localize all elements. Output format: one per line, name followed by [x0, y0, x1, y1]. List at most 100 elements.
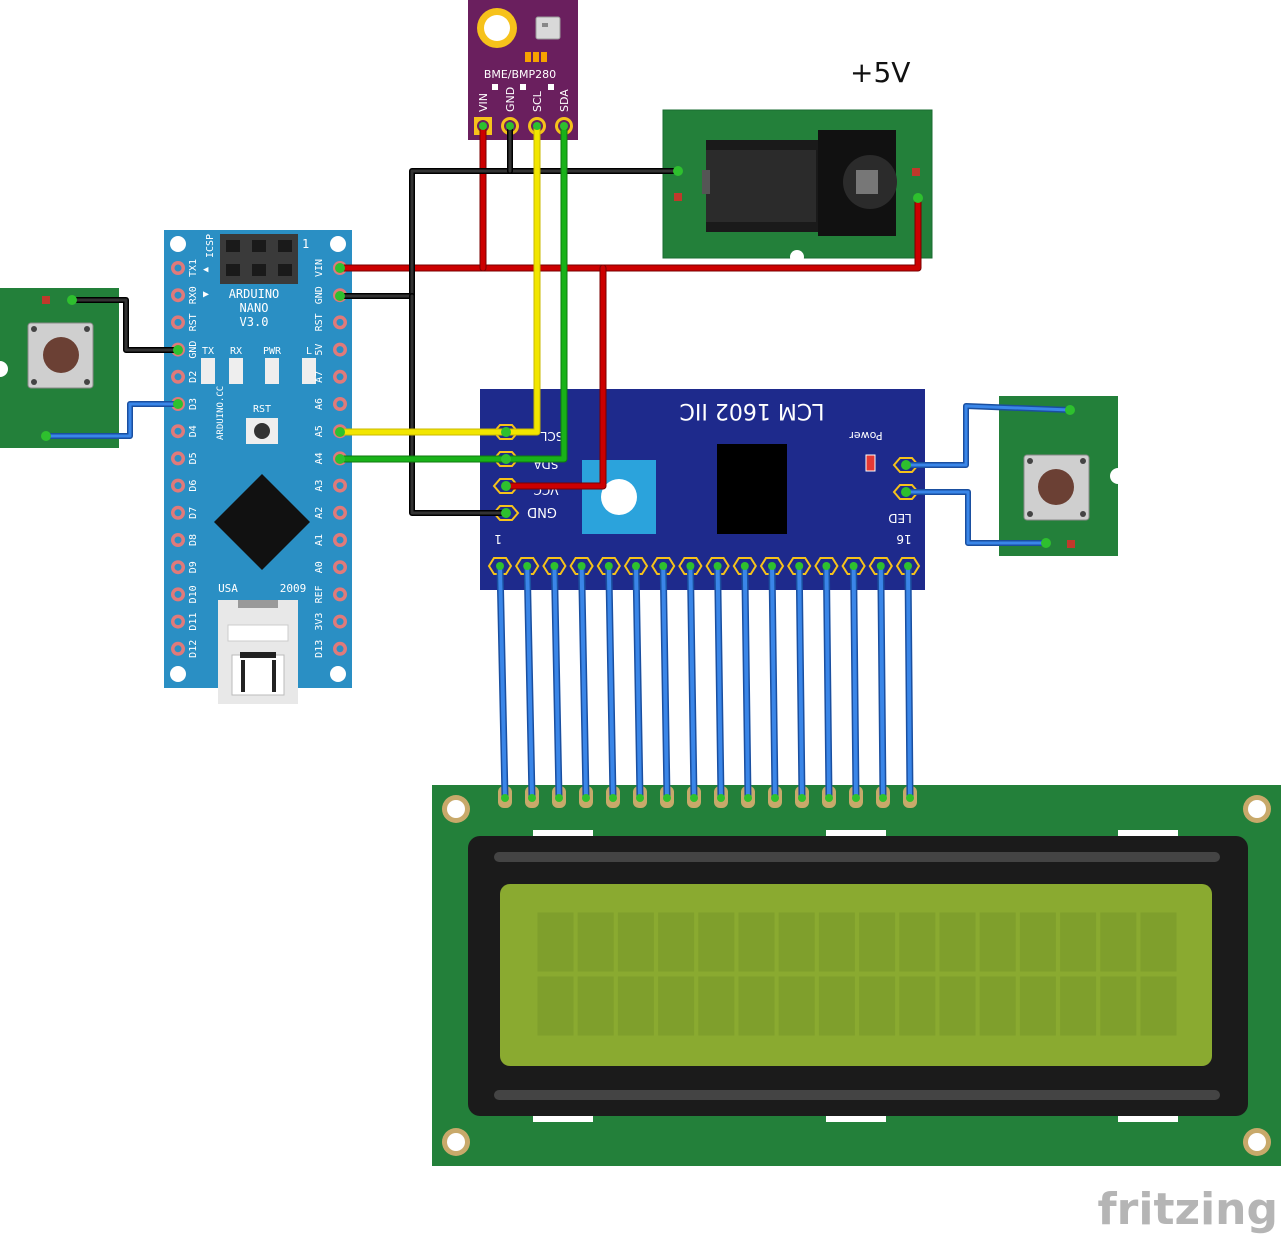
lcd-character-cell	[1059, 975, 1098, 1037]
svg-text:◀: ◀	[203, 265, 209, 275]
sensor-pin-label-sda: SDA	[558, 89, 571, 112]
arduino-left-pin-label: D3	[188, 398, 199, 410]
led-label-rx: RX	[230, 346, 242, 357]
lcd-character-cell	[536, 911, 575, 973]
lcd-character-cell	[616, 975, 655, 1037]
arduino-right-pin-label: A2	[314, 507, 325, 519]
arduino-right-pin-label: 5V	[314, 344, 325, 356]
arduino-left-pin-label: D5	[188, 452, 199, 464]
sensor-pin-label-gnd: GND	[504, 87, 517, 112]
lcd-character-cell	[576, 911, 615, 973]
arduino-left-pin-label: D4	[188, 425, 199, 437]
lcd-character-cell	[858, 975, 897, 1037]
arduino-left-pin-label: D12	[188, 640, 199, 658]
i2c-pin-first-label: 1	[494, 532, 502, 546]
lcd-character-grid	[536, 911, 1178, 1037]
arduino-nano: ICSP 1 ▶ ◀ ARDUINO NANO V3.0 TX RX PWR L…	[164, 230, 352, 704]
lcd-character-cell	[657, 975, 696, 1037]
i2c-pin-last-label: 16	[896, 532, 911, 546]
lcd-character-cell	[817, 911, 856, 973]
arduino-right-pin-label: RST	[314, 313, 325, 331]
lcd-character-cell	[737, 975, 776, 1037]
lcd-character-cell	[898, 975, 937, 1037]
lcd-character-cell	[777, 975, 816, 1037]
wire-black-gnd	[337, 168, 681, 299]
lcd-character-cell	[858, 911, 897, 973]
arduino-right-pin-label: VIN	[314, 259, 325, 277]
led-label-pwr: PWR	[263, 346, 282, 357]
arduino-right-pin-label: A3	[314, 480, 325, 492]
fritzing-watermark: fritzing	[1098, 1184, 1278, 1235]
lcd-character-cell	[1139, 975, 1178, 1037]
arduino-right-pin-label: D13	[314, 640, 325, 658]
arduino-right-pin-label: A1	[314, 534, 325, 546]
lcd-character-cell	[1059, 911, 1098, 973]
lcd-character-cell	[697, 911, 736, 973]
arduino-left-pin-label: D7	[188, 507, 199, 519]
arduino-name-line3: V3.0	[240, 315, 269, 329]
pushbutton-right	[999, 396, 1126, 556]
icsp-pin1-label: 1	[302, 237, 309, 251]
lcd-character-cell	[898, 911, 937, 973]
lcd-character-cell	[697, 975, 736, 1037]
arduino-right-pin-label: A7	[314, 371, 325, 383]
wire-layer	[43, 122, 1073, 802]
rst-button-label: RST	[253, 404, 271, 415]
lcd-16x2-display	[432, 785, 1281, 1166]
i2c-title: LCM 1602 IIC	[680, 398, 825, 423]
lcd-character-cell	[938, 975, 977, 1037]
arduino-name-line2: NANO	[240, 301, 269, 315]
wire-endpoints	[41, 122, 1075, 548]
i2c-led-label: LED	[888, 511, 912, 525]
supply-voltage-label: +5V	[850, 56, 910, 89]
origin-label: USA	[218, 582, 238, 595]
arduino-right-pin-label: REF	[314, 585, 325, 603]
year-label: 2009	[280, 582, 307, 595]
lcd-ribbon-wires	[496, 562, 914, 802]
icsp-label: ICSP	[205, 234, 216, 258]
arduino-left-pin-label: D6	[188, 480, 199, 492]
arduino-left-pin-label: RX0	[188, 286, 199, 304]
led-l	[302, 358, 316, 384]
bme280-sensor: BME/BMP280 VIN GND SCL SDA	[468, 0, 578, 140]
lcd-character-cell	[1018, 975, 1057, 1037]
sensor-name-label: BME/BMP280	[484, 68, 556, 81]
lcd-character-cell	[616, 911, 655, 973]
arduino-right-pin-label: GND	[314, 286, 325, 304]
sensor-pin-label-scl: SCL	[531, 90, 544, 112]
lcd-character-cell	[978, 911, 1017, 973]
arduino-left-pin-label: D11	[188, 613, 199, 631]
lcd-character-cell	[1099, 911, 1138, 973]
arduino-right-pin-label: A5	[314, 425, 325, 437]
arduino-left-pin-label: RST	[188, 313, 199, 331]
led-label-tx: TX	[202, 346, 214, 357]
lcd-character-cell	[938, 911, 977, 973]
microcontroller-chip	[214, 474, 310, 570]
i2c-power-led	[865, 454, 876, 472]
led-tx	[201, 358, 215, 384]
svg-text:▶: ▶	[203, 289, 209, 300]
pushbutton-left	[0, 288, 119, 448]
led-label-l: L	[306, 346, 312, 357]
pushbutton-left-cap[interactable]	[43, 337, 79, 373]
lcd-character-cell	[576, 975, 615, 1037]
arduino-cc-label: ARDUINO.CC	[216, 386, 226, 440]
arduino-left-pin-label: D10	[188, 585, 199, 603]
lcd-character-cell	[536, 975, 575, 1037]
arduino-right-pin-label: 3V3	[314, 613, 325, 631]
lcd-character-cell	[737, 911, 776, 973]
i2c-chip	[717, 444, 787, 534]
pushbutton-right-cap[interactable]	[1038, 469, 1074, 505]
arduino-left-pin-label: D9	[188, 561, 199, 573]
arduino-left-pin-label: D8	[188, 534, 199, 546]
sensor-pin-label-vin: VIN	[477, 93, 490, 112]
arduino-left-pin-label: TX1	[188, 259, 199, 277]
arduino-name-line1: ARDUINO	[229, 287, 280, 301]
lcd-character-cell	[978, 975, 1017, 1037]
lcd-character-cell	[1099, 975, 1138, 1037]
arduino-left-pin-label: D2	[188, 371, 199, 383]
led-pwr	[265, 358, 279, 384]
